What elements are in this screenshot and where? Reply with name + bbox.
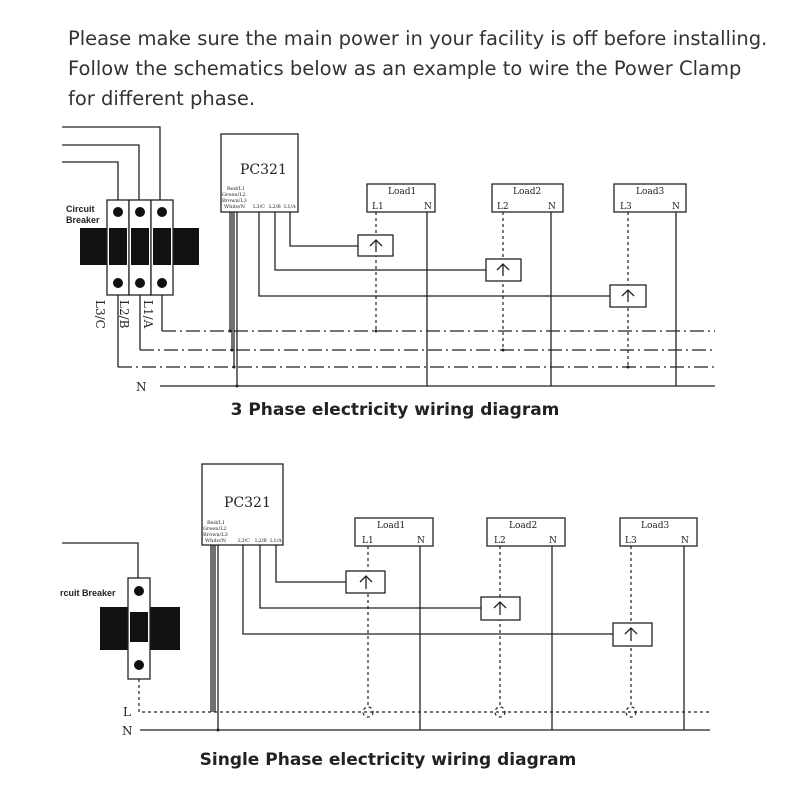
svg-text:N: N [672, 202, 680, 212]
wire-label: Brown/L3 [222, 198, 247, 204]
phase-label-l1: L1/A [141, 300, 155, 329]
svg-text:N: N [548, 202, 556, 212]
three-phase-title: 3 Phase electricity wiring diagram [231, 400, 560, 420]
wire-label: Red/L1 [207, 520, 225, 526]
svg-text:L2: L2 [497, 202, 509, 212]
wire-label: Green/L2 [203, 526, 227, 532]
terminal-label: L1/A [284, 204, 296, 210]
phase-label-l3: L3/C [93, 300, 107, 329]
single-phase-diagram: rcuit Breaker L N PC321 Red/L1 Green/L2 … [60, 463, 710, 770]
device-label: PC321 [224, 495, 271, 511]
current-clamp-3 [612, 622, 653, 647]
current-clamp-1 [357, 234, 394, 257]
wire-label: Brown/L3 [203, 532, 228, 538]
breaker-label: rcuit Breaker [60, 588, 116, 598]
breaker-label: Circuit [66, 204, 95, 214]
wire-label: White/N [224, 204, 246, 210]
instructions-text: Please make sure the main power in your … [68, 27, 768, 110]
device-label: PC321 [240, 162, 287, 178]
circuit-breaker-1p [100, 577, 180, 680]
current-clamp-3 [609, 284, 647, 308]
svg-text:L1: L1 [372, 202, 384, 212]
wire-label: White/N [205, 538, 227, 544]
pc321-device [220, 133, 299, 213]
current-clamp-1 [345, 570, 386, 594]
terminal-label: L3/C [253, 204, 265, 210]
terminal-label: L2/B [269, 204, 281, 210]
current-clamp-2 [485, 258, 522, 282]
single-phase-title: Single Phase electricity wiring diagram [200, 750, 577, 770]
svg-text:Load3: Load3 [641, 521, 670, 531]
three-phase-diagram: Circuit Breaker L3/C L2/B L1/A N PC321 R… [62, 126, 715, 420]
terminal-label: L1/A [270, 538, 282, 544]
svg-text:L2: L2 [494, 536, 506, 546]
terminal-label: L3/C [238, 538, 250, 544]
svg-text:N: N [424, 202, 432, 212]
svg-text:Load2: Load2 [513, 187, 541, 197]
svg-text:L3: L3 [625, 536, 637, 546]
current-clamp-2 [480, 596, 521, 621]
svg-text:N: N [417, 536, 425, 546]
svg-text:Load3: Load3 [636, 187, 665, 197]
svg-text:Load1: Load1 [377, 521, 405, 531]
phase-label-l2: L2/B [117, 300, 131, 329]
svg-text:Load2: Load2 [509, 521, 537, 531]
svg-text:N: N [549, 536, 557, 546]
line-label: L [123, 705, 131, 719]
neutral-label: N [136, 380, 147, 394]
neutral-label: N [122, 724, 133, 738]
svg-text:L1: L1 [362, 536, 374, 546]
breaker-label: Breaker [66, 215, 100, 225]
svg-text:Load1: Load1 [388, 187, 416, 197]
terminal-label: L2/B [255, 538, 267, 544]
wire-label: Green/L2 [222, 192, 246, 198]
svg-text:N: N [681, 536, 689, 546]
wire-label: Red/L1 [227, 186, 245, 192]
svg-text:L3: L3 [620, 202, 632, 212]
